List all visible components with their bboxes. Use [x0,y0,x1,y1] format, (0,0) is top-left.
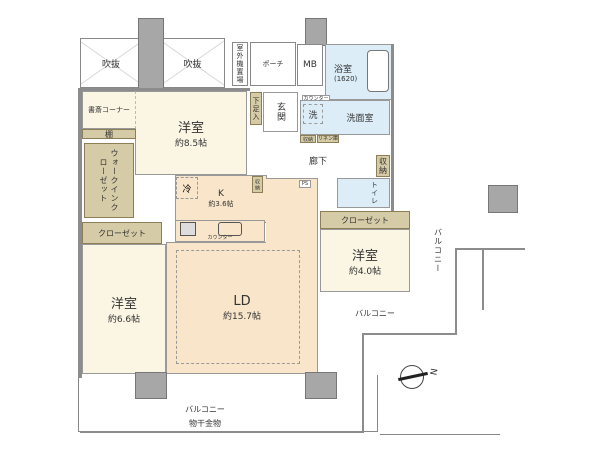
balcony-rail-top [455,248,525,250]
washroom-label: 洗面室 [346,114,374,124]
hallway-label: 廊下 [308,157,327,167]
western-room-2: 洋室約6.6帖 [82,244,166,374]
storage-label: 収納 [378,157,388,175]
hallway: 廊下 [262,143,374,178]
ld-rug-area [176,250,300,364]
balcony-rail-lower [362,333,364,433]
storage-3: 収納 [252,176,263,193]
void-label: 吹抜 [183,59,202,70]
room-size: 約6.6帖 [107,315,141,325]
storage-2: 収納 [376,155,390,177]
storage-label: 収納 [302,136,313,143]
room-size: 約4.0帖 [348,266,382,277]
room-name: 洋室 [110,297,137,312]
entrance: 玄関 [263,92,298,132]
storage-label: 収納 [254,178,260,191]
room-size: 約15.7帖 [222,312,262,322]
corridor-west [135,175,175,222]
room-size: 約3.6帖 [208,200,234,208]
balcony-right [380,200,500,435]
stove-icon [180,222,196,236]
living-dining: LD 約15.7帖 [166,242,318,374]
closet-left: クローゼット [82,222,162,244]
sink-icon [218,222,242,236]
counter-small-label: カウンター [303,95,329,102]
ps-text: PS [301,180,309,187]
drying-hardware-label: 物干金物 [189,418,221,428]
wall-left [78,88,82,378]
toilet-label: トイレ [370,181,379,205]
study-label: 書斎コーナー [88,106,130,114]
closet-right: クローゼット [320,211,410,229]
ps-label: PS [299,180,311,188]
balcony-label-right-vertical: バルコニー [433,227,443,273]
pillar [305,372,337,399]
shelf-label: 棚 [105,129,113,139]
washroom: 洗面室 [300,100,390,135]
fridge-label: 冷 [182,184,192,195]
toilet: トイレ [337,178,390,208]
western-room-1: 洋室約8.5帖 [135,91,247,175]
room-name: K [218,189,224,199]
linen-storage: リネン庫 [317,135,339,143]
bath-name: 浴室 [334,64,353,75]
pillar [305,18,327,46]
shelf: 棚 [82,129,136,139]
room-name: 洋室 [351,248,378,264]
washer-space: 洗 [303,104,323,124]
balcony-rail-mid [362,333,457,335]
porch: ポーチ [250,42,296,86]
counter-label: カウンター [207,235,233,241]
entrance-label: 玄関 [275,102,285,122]
void-label: 吹抜 [101,59,120,70]
pillar [135,372,167,399]
closet-label: クローゼット [341,215,389,225]
mb-label: MB [303,60,317,70]
pillar [138,18,164,90]
counter: カウンター [175,220,265,242]
void-1: 吹抜 [80,38,142,88]
bath-size: (1620) [334,74,358,83]
void-2: 吹抜 [160,38,225,88]
balcony-label-right: バルコニー [355,308,395,318]
study-corner: 書斎コーナー [82,91,136,129]
porch-label: ポーチ [262,60,284,68]
washer-label: 洗 [308,110,318,121]
wall-top [78,88,250,91]
balcony-rail-right [482,250,484,310]
counter-small: カウンター [302,95,330,102]
storage-1: 収納 [300,135,316,143]
shoe-cabinet: 下足入 [250,92,262,125]
balcony-rail-step [455,248,457,333]
room-size: 約8.5帖 [174,139,208,149]
linen-label: リネン庫 [318,135,339,142]
balcony-label-bottom: バルコニー [185,404,225,414]
compass-north-label: N [429,367,441,377]
outdoor-unit-label: 室外機置場 [236,44,244,84]
outdoor-unit-space: 室外機置場 [232,42,248,86]
mb: MB [297,44,323,86]
shoe-label: 下足入 [252,96,260,121]
wall-east [391,44,394,214]
closet-label: クローゼット [98,228,146,238]
pillar [488,185,518,213]
room-name: 洋室 [177,121,204,136]
bathtub-icon [367,50,389,92]
room-name: LD [233,294,251,309]
balcony-rail-bottom [80,431,364,433]
walk-in-closet: ウォークインクローゼット [84,143,134,218]
walkin-label: ウォークインクローゼット [99,149,119,212]
western-room-3: 洋室約4.0帖 [320,229,410,292]
ld-extension [266,178,318,244]
fridge-space: 冷 [176,177,198,199]
